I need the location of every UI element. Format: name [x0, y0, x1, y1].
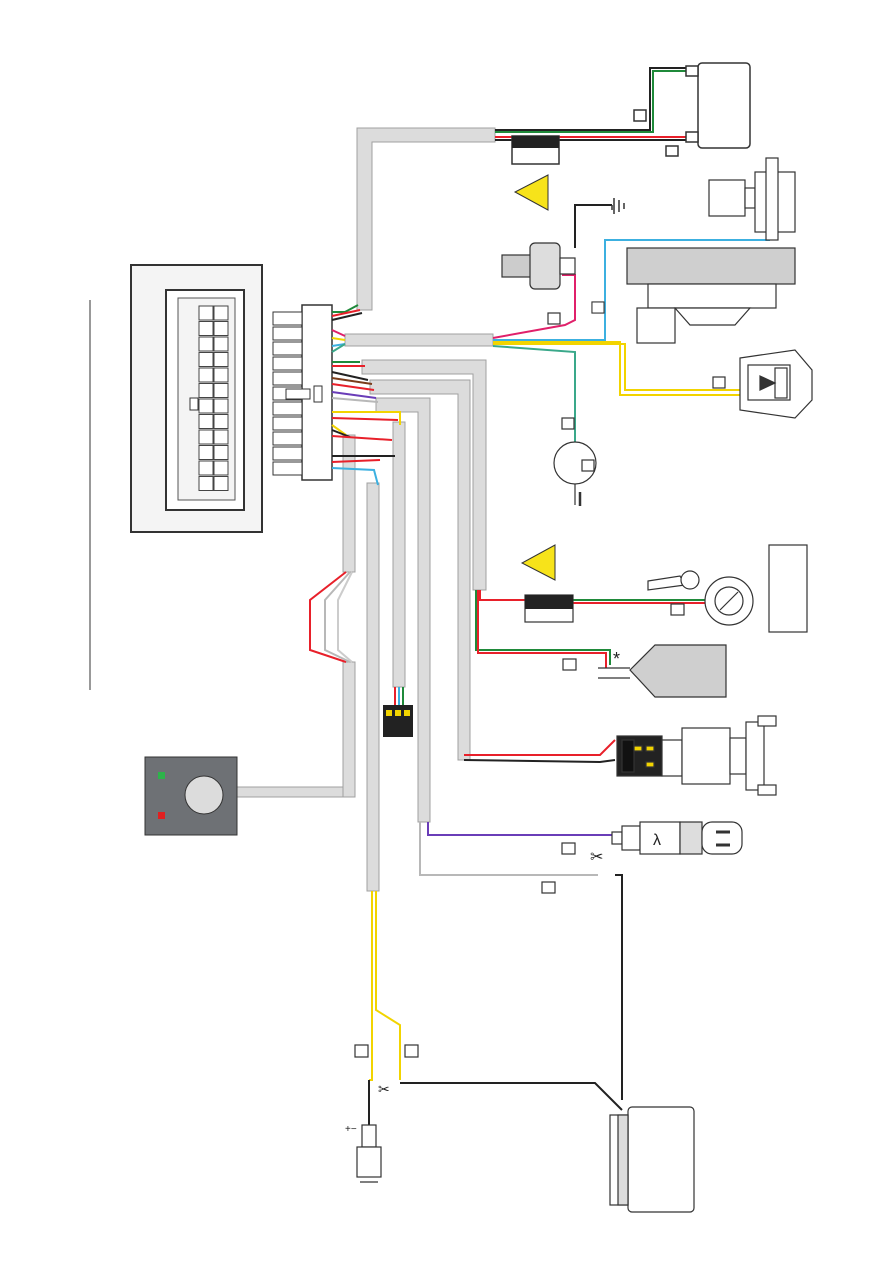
asterisk-symbol: *	[613, 649, 620, 669]
ecu-pin	[198, 476, 214, 491]
terminal-pin	[272, 461, 303, 476]
vehicle-ecu	[609, 1106, 695, 1213]
pressure-sensor	[501, 242, 605, 325]
ecu-pin	[198, 352, 214, 367]
scissors-icon: ✂	[590, 849, 603, 866]
ecu-pin	[213, 398, 229, 414]
terminal-pin	[272, 416, 303, 431]
harness-sleeves	[235, 127, 496, 892]
battery	[354, 1044, 419, 1183]
ecu-pin	[213, 367, 229, 383]
connector-plug	[616, 715, 777, 796]
temperature-sensor	[712, 349, 813, 419]
terminal-pin	[272, 311, 303, 326]
ecu-pin	[213, 352, 229, 367]
ecu-pin	[213, 383, 229, 398]
terminal-pins	[272, 311, 303, 476]
terminal-block	[272, 304, 333, 481]
ignition-key	[647, 570, 754, 626]
pressure-gauge	[633, 62, 751, 157]
ecu-pin	[198, 398, 214, 414]
label-boxes	[591, 301, 605, 314]
ecu-pin	[198, 367, 214, 383]
solenoid-valve	[524, 594, 574, 623]
fuel-tank-sensor	[562, 644, 727, 698]
ecu-pin	[198, 414, 214, 429]
ecu-pin	[198, 383, 214, 398]
ecu-pin	[213, 414, 229, 429]
ecu-connector	[130, 264, 263, 533]
terminal-pin	[272, 356, 303, 371]
inline-connector	[383, 705, 413, 737]
terminal-pin	[272, 326, 303, 341]
terminal-pin	[272, 341, 303, 356]
ground-icon	[611, 198, 625, 214]
fuse-holder-top	[511, 135, 560, 165]
map-sensor	[708, 157, 796, 241]
ecu-pin	[213, 429, 229, 445]
rail-injectors	[626, 247, 796, 344]
ecu-pin	[213, 305, 229, 321]
ecu-pin	[198, 336, 214, 352]
warning-icon	[520, 544, 556, 581]
ecu-pin-grid	[198, 305, 229, 491]
level-sensor	[553, 417, 597, 506]
lambda-probe	[541, 821, 743, 894]
ecu-pin	[198, 305, 214, 321]
scissors-icon: ✂	[378, 1081, 390, 1097]
plus-minus-symbol: +−	[345, 1124, 357, 1135]
ecu-pin	[198, 321, 214, 336]
terminal-pin	[272, 446, 303, 461]
warning-icon	[513, 174, 549, 211]
terminal-pin	[272, 371, 303, 386]
ecu-pin	[198, 429, 214, 445]
changeover-switch[interactable]	[144, 756, 238, 836]
lambda-symbol: λ	[653, 832, 661, 849]
terminal-pin	[272, 431, 303, 446]
ecu-pin	[198, 445, 214, 460]
terminal-pin	[272, 401, 303, 416]
wires	[309, 67, 770, 1130]
info-box	[768, 544, 808, 633]
ecu-pin	[213, 476, 229, 491]
ecu-pin	[213, 321, 229, 336]
ecu-pin	[213, 336, 229, 352]
ecu-pin	[213, 460, 229, 476]
ecu-pin	[198, 460, 214, 476]
ecu-pin	[213, 445, 229, 460]
